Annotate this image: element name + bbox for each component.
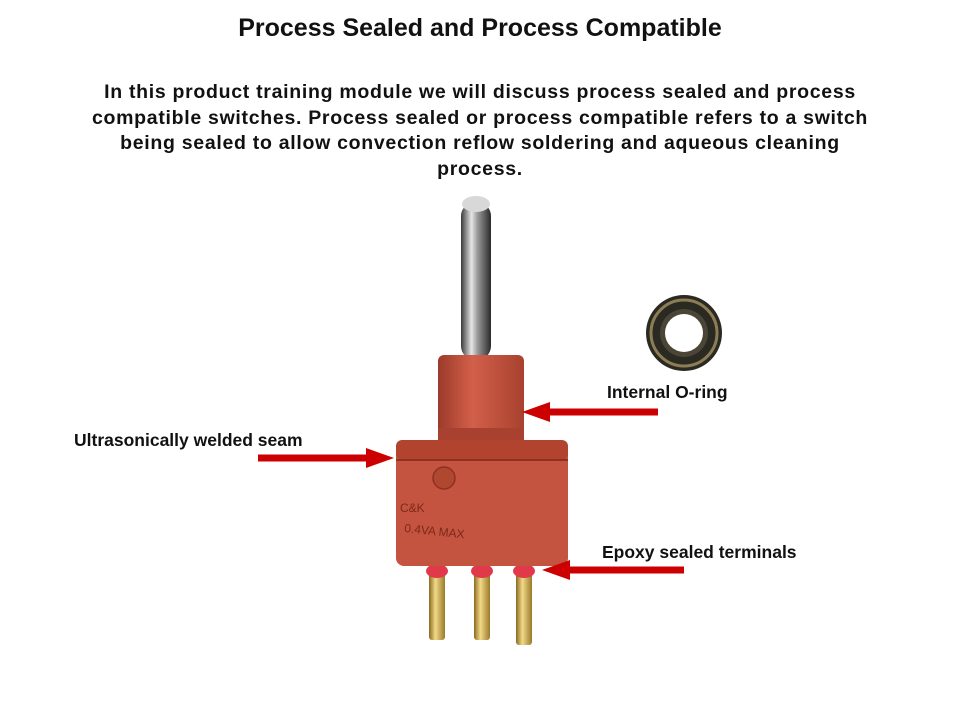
callout-epoxy-terminals: Epoxy sealed terminals [602,542,797,562]
arrow-terminals [542,560,684,580]
intro-paragraph: In this product training module we will … [91,81,869,180]
switch-body [396,440,568,566]
switch-terminals [426,564,535,645]
arrow-seam [258,448,394,468]
slide-title: Process Sealed and Process Compatible [238,14,722,42]
toggle-lever [461,196,491,360]
callout-welded-seam: Ultrasonically welded seam [74,430,303,450]
switch-bushing [438,355,524,445]
body-mark-brand: C&K [400,501,425,515]
arrow-oring [522,402,658,422]
body-mark-rating: 0.4VA MAX [404,521,466,541]
callout-internal-oring: Internal O-ring [607,382,728,402]
o-ring-image [646,295,722,371]
